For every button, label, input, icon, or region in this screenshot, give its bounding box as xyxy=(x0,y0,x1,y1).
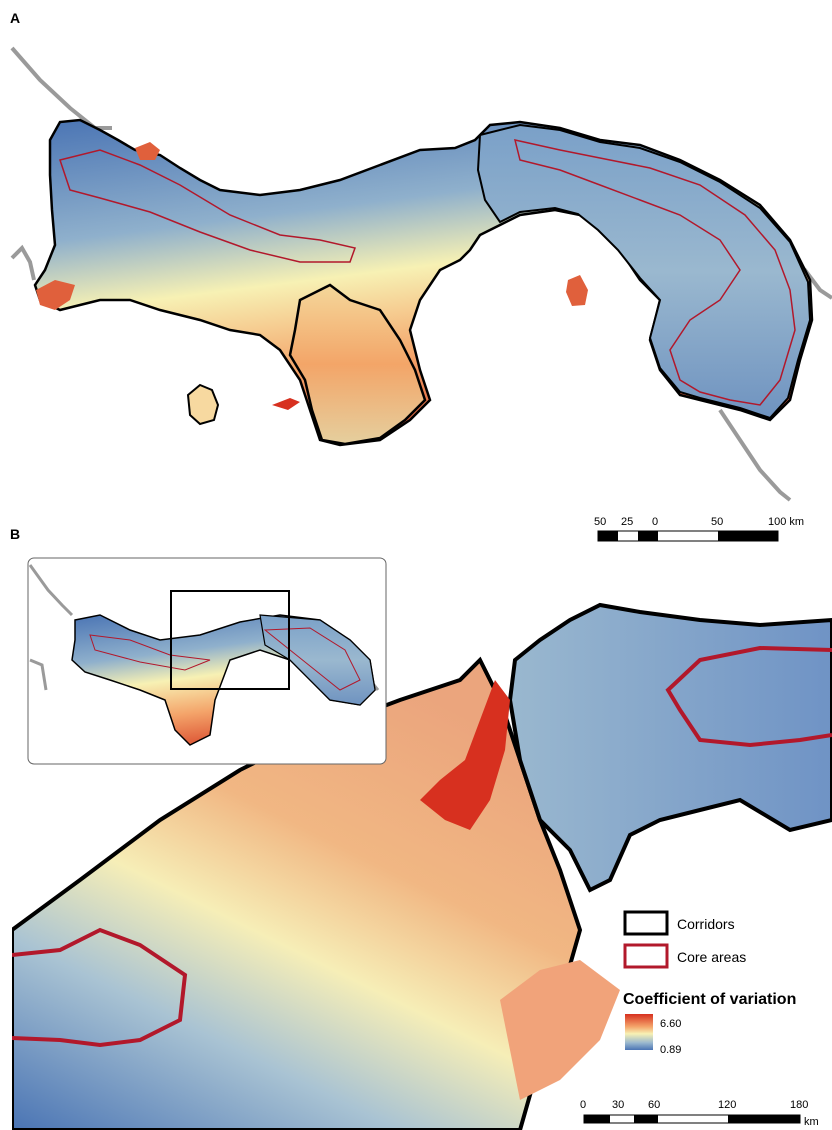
island-west-tip xyxy=(36,280,75,310)
zoom-hotspot-red xyxy=(420,680,510,830)
zoom-core-area-east xyxy=(665,645,832,748)
coastline-northwest xyxy=(10,46,112,130)
scale-b-tick-0: 0 xyxy=(580,1099,586,1111)
legend-core-areas-label: Core areas xyxy=(677,949,746,965)
legend-color-ramp xyxy=(625,1014,653,1050)
legend: Corridors Core areas Coefficient of vari… xyxy=(623,910,796,1056)
darien-region xyxy=(476,123,812,420)
island-pearl xyxy=(566,275,588,306)
scale-bar-b: 0 30 60 120 180 km xyxy=(580,1099,819,1128)
scale-bar-a: 50 25 0 50 100 km xyxy=(594,516,804,542)
island-small-red xyxy=(272,398,300,410)
legend-corridors-label: Corridors xyxy=(677,916,735,932)
azuero-peninsula xyxy=(288,283,427,446)
panel-b-label: B xyxy=(10,526,21,542)
zoom-core-area-west xyxy=(12,927,188,1048)
scale-a-tick-1: 25 xyxy=(621,516,633,528)
legend-core-areas-swatch xyxy=(623,943,669,969)
coastline-west xyxy=(10,244,36,281)
legend-max-value: 6.60 xyxy=(660,1018,681,1030)
scale-b-tick-2: 60 xyxy=(648,1099,660,1111)
core-area-east xyxy=(513,139,796,406)
scale-a-tick-0: 50 xyxy=(594,516,606,528)
legend-min-value: 0.89 xyxy=(660,1044,681,1056)
coastline-southeast xyxy=(718,408,792,502)
panel-a-label: A xyxy=(10,10,21,26)
scale-b-unit: km xyxy=(804,1116,819,1128)
scale-a-tick-4: 100 km xyxy=(768,516,804,528)
scale-b-tick-4: 180 xyxy=(790,1099,808,1111)
island-coiba xyxy=(186,383,220,426)
inset-extent-box xyxy=(170,590,290,690)
core-area-west xyxy=(59,149,356,263)
scale-b-tick-1: 30 xyxy=(612,1099,624,1111)
legend-corridors-swatch xyxy=(623,910,669,936)
island-bocas xyxy=(135,142,160,160)
scale-a-tick-3: 50 xyxy=(711,516,723,528)
panel-a-map: 50 25 0 50 100 km xyxy=(10,46,832,542)
scale-a-tick-2: 0 xyxy=(652,516,658,528)
legend-title: Coefficient of variation xyxy=(623,991,796,1008)
panel-b-zoom-map xyxy=(12,602,832,1130)
zoom-south-coast xyxy=(500,960,620,1100)
inset-locator-map xyxy=(27,557,387,765)
zoom-land-east xyxy=(507,602,832,893)
scale-b-tick-3: 120 xyxy=(718,1099,736,1111)
